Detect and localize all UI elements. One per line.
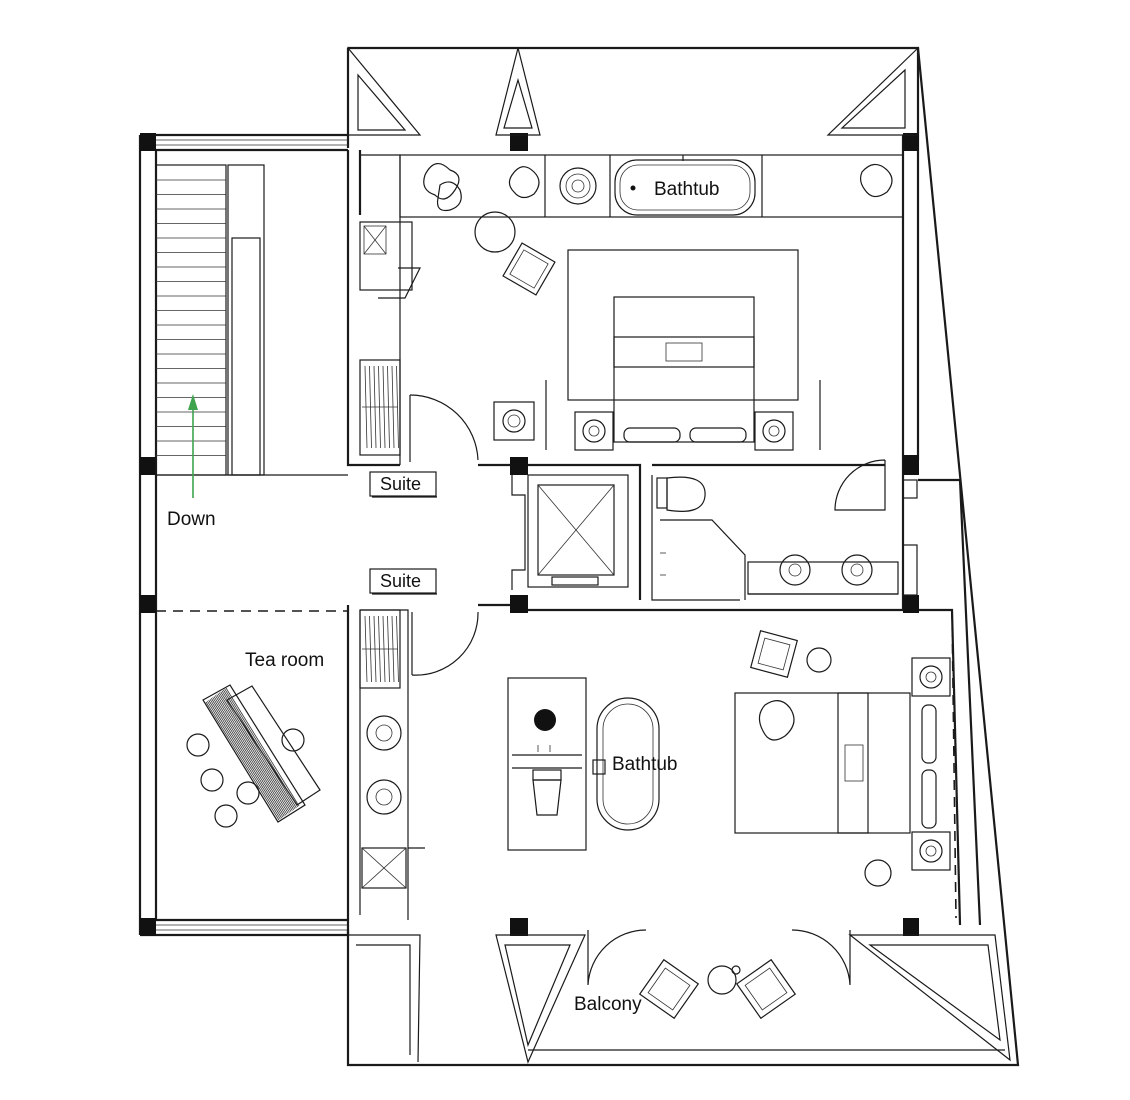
- tea-table-grain: [220, 691, 295, 810]
- closet-hanger: [369, 615, 372, 683]
- tea-table-grain: [217, 693, 292, 812]
- railing-top: [156, 139, 348, 146]
- balcony-label: Balcony: [574, 994, 642, 1015]
- closet-hanger: [378, 365, 381, 449]
- upper-suite: [346, 150, 904, 600]
- suite-sign-top: Suite: [369, 471, 437, 498]
- top-piers: [347, 46, 919, 136]
- tea-table-grain: [209, 698, 284, 818]
- closet-hanger: [391, 615, 395, 683]
- tea-table-grain: [225, 687, 300, 807]
- tea-table-grain: [221, 690, 296, 810]
- closet-hanger: [396, 365, 399, 449]
- core: [511, 474, 918, 601]
- tea-table-grain: [218, 692, 293, 811]
- bathtub-label-top: Bathtub: [654, 179, 720, 200]
- closet-hanger: [391, 365, 395, 449]
- tea-table-grain: [206, 700, 281, 820]
- suite-sign-bottom: Suite: [369, 568, 437, 595]
- closet-hanger: [364, 615, 368, 683]
- tea-room: [156, 610, 348, 828]
- columns: [140, 133, 919, 936]
- tea-table-grain: [214, 695, 289, 814]
- tea-table-grain: [224, 688, 299, 808]
- tea-table-grain: [222, 689, 297, 809]
- closet-hanger: [382, 365, 386, 449]
- balcony: [587, 929, 851, 1020]
- outer-walls: [138, 46, 1020, 1067]
- closet-hanger: [373, 365, 377, 449]
- suite-label-bottom: Suite: [380, 571, 421, 591]
- closet-hanger: [387, 365, 390, 449]
- tea-table-grain: [205, 701, 280, 821]
- bottom-piers: [348, 934, 1011, 1064]
- down-label: Down: [167, 509, 216, 530]
- closet-hanger: [364, 365, 368, 449]
- tea-table-grain: [210, 698, 285, 817]
- bathtub-label-bottom: Bathtub: [612, 754, 678, 775]
- down-arrow: [188, 394, 198, 498]
- closet-hanger: [396, 615, 399, 683]
- tea-table-grain: [216, 694, 291, 813]
- closet-hanger: [373, 615, 377, 683]
- staircase: [155, 164, 348, 476]
- tea-room-label: Tea room: [245, 650, 324, 671]
- suite-label-top: Suite: [380, 474, 421, 494]
- tea-table-grain: [213, 696, 288, 815]
- tea-table-grain: [208, 699, 283, 819]
- tea-table-grain: [212, 697, 287, 816]
- closet-hanger: [369, 365, 372, 449]
- closet-hanger: [378, 615, 381, 683]
- closet-hanger: [387, 615, 390, 683]
- closet-hanger: [382, 615, 386, 683]
- lower-suite: [346, 603, 957, 935]
- railing-bottom: [156, 924, 348, 931]
